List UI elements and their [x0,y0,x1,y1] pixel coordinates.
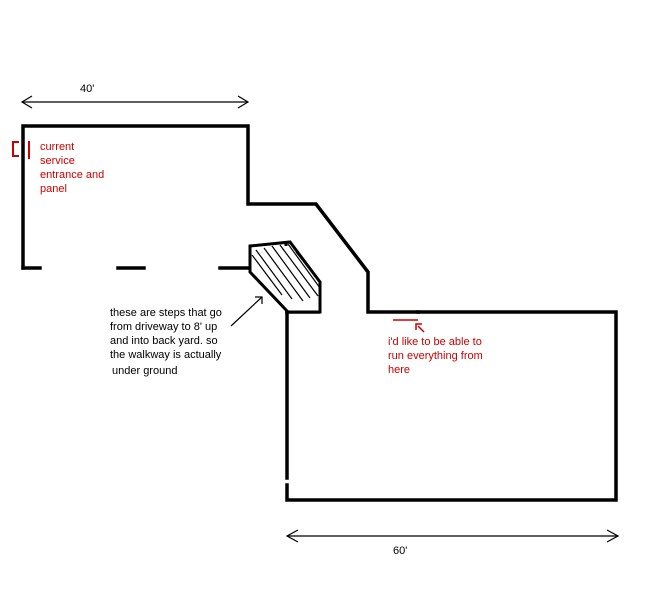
top-dimension-label: 40' [80,83,94,95]
svg-text:entrance and: entrance and [40,169,104,181]
target-location-note: i'd like to be able to run everything fr… [388,336,483,376]
steps-pointer-arrow [230,296,263,327]
bottom-dimension-label: 60' [393,545,407,557]
svg-text:from driveway to 8' up: from driveway to 8' up [110,321,217,333]
steps-hatched-area [248,240,322,314]
bottom-dimension-arrow [285,529,620,543]
svg-text:and into back yard. so: and into back yard. so [110,335,218,347]
service-entrance-marker [12,141,30,159]
svg-text:run everything from: run everything from [388,350,483,362]
target-location-marker [393,319,425,333]
svg-text:current: current [40,141,74,153]
svg-text:i'd like to be able to: i'd like to be able to [388,336,482,348]
svg-text:here: here [388,364,410,376]
svg-text:service: service [40,155,75,167]
svg-text:these are steps that go: these are steps that go [110,307,222,319]
steps-note: these are steps that go from driveway to… [110,307,222,377]
svg-text:panel: panel [40,183,67,195]
svg-text:under ground: under ground [112,365,177,377]
service-entrance-note: current service entrance and panel [40,141,104,195]
top-dimension-arrow [20,95,250,109]
left-building-outline [21,124,420,314]
svg-text:the walkway is actually: the walkway is actually [110,349,222,361]
